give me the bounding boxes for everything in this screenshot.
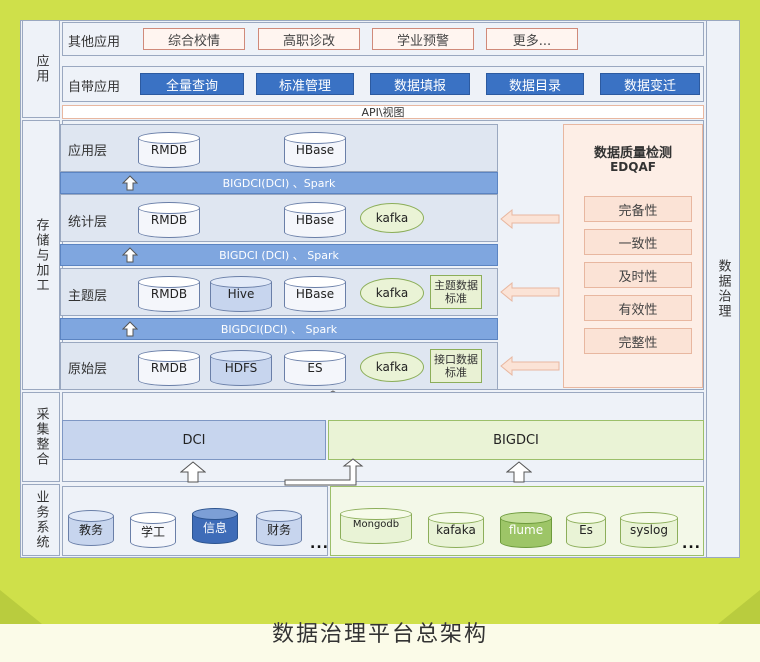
business-system-db: flume xyxy=(500,512,552,548)
processing-band: BIGDCI(DCI) 、 Spark xyxy=(60,318,498,340)
section-label-business: 业务系统 xyxy=(22,484,60,556)
stat-layer-rmdb-db: RMDB xyxy=(138,202,200,238)
theme-data-standard: 主题数据标准 xyxy=(430,275,482,309)
footer-banner xyxy=(0,590,760,662)
stat-layer-hbase-db: HBase xyxy=(284,202,346,238)
raw-layer xyxy=(60,342,498,390)
theme-layer-rmdb-db: RMDB xyxy=(138,276,200,312)
section-label-storage: 存储与加工 xyxy=(22,120,60,390)
quality-item: 及时性 xyxy=(584,262,692,288)
builtin-app-item[interactable]: 数据填报 xyxy=(370,73,470,95)
left-arrow-icon xyxy=(500,356,560,376)
business-system-db: 学工 xyxy=(130,512,176,548)
raw-layer-kafka: kafka xyxy=(360,352,424,382)
raw-layer-hdfs-db: HDFS xyxy=(210,350,272,386)
connector-arrow-icon xyxy=(284,458,364,486)
stat-layer-kafka: kafka xyxy=(360,203,424,233)
app-layer xyxy=(60,124,498,172)
builtin-app-item[interactable]: 数据变迁 xyxy=(600,73,700,95)
raw-layer-rmdb-db: RMDB xyxy=(138,350,200,386)
theme-layer-kafka: kafka xyxy=(360,278,424,308)
raw-layer-label: 原始层 xyxy=(68,362,108,377)
business-system-db: 信息 xyxy=(192,508,238,544)
section-label-app: 应用 xyxy=(22,20,60,118)
section-label-collect: 采集整合 xyxy=(22,392,60,482)
quality-title: 数据质量检测 xyxy=(593,146,672,161)
app-layer-rmdb-db: RMDB xyxy=(138,132,200,168)
up-arrow-icon xyxy=(122,175,138,191)
theme-layer-hbase-db: HBase xyxy=(284,276,346,312)
api-view-label: API\视图 xyxy=(361,106,405,119)
theme-layer-hive-db: Hive xyxy=(210,276,272,312)
business-system-db: 教务 xyxy=(68,510,114,546)
business-system-db: 财务 xyxy=(256,510,302,546)
interface-data-standard: 接口数据标准 xyxy=(430,349,482,383)
business-system-db: Es xyxy=(566,512,606,548)
dci-box: DCI xyxy=(62,420,326,460)
more-dots: ... xyxy=(682,536,701,552)
quality-subtitle: EDQAF xyxy=(610,160,656,174)
footer-title: 数据治理平台总架构 xyxy=(271,622,488,647)
theme-layer-label: 主题层 xyxy=(68,289,108,304)
builtin-app-item[interactable]: 数据目录 xyxy=(486,73,584,95)
quality-item: 完整性 xyxy=(584,328,692,354)
up-arrow-icon xyxy=(506,461,532,483)
other-app-item[interactable]: 学业预警 xyxy=(372,28,474,50)
section-label-governance: 数据治理 xyxy=(706,20,740,558)
up-arrow-icon xyxy=(122,321,138,337)
other-app-item[interactable]: 更多... xyxy=(486,28,578,50)
other-apps-label: 其他应用 xyxy=(68,35,121,50)
other-app-item[interactable]: 综合校情 xyxy=(143,28,245,50)
processing-band: BIGDCI (DCI) 、 Spark xyxy=(60,244,498,266)
left-arrow-icon xyxy=(500,282,560,302)
up-arrow-icon xyxy=(180,461,206,483)
builtin-app-item[interactable]: 标准管理 xyxy=(256,73,354,95)
business-system-db: syslog xyxy=(620,512,678,548)
app-layer-label: 应用层 xyxy=(68,144,108,159)
builtin-apps-label: 自带应用 xyxy=(68,80,121,95)
more-dots: ... xyxy=(310,536,329,552)
quality-item: 一致性 xyxy=(584,229,692,255)
up-arrow-icon xyxy=(122,247,138,263)
processing-band: BIGDCI(DCI) 、Spark xyxy=(60,172,498,194)
left-arrow-icon xyxy=(500,209,560,229)
business-system-db: Mongodb xyxy=(340,508,412,544)
stat-layer xyxy=(60,194,498,242)
builtin-app-item[interactable]: 全量查询 xyxy=(140,73,244,95)
raw-layer-es-db: ES xyxy=(284,350,346,386)
app-layer-hbase-db: HBase xyxy=(284,132,346,168)
quality-item: 完备性 xyxy=(584,196,692,222)
quality-item: 有效性 xyxy=(584,295,692,321)
other-app-item[interactable]: 高职诊改 xyxy=(258,28,360,50)
bigdci-box: BIGDCI xyxy=(328,420,704,460)
theme-layer xyxy=(60,268,498,316)
stat-layer-label: 统计层 xyxy=(68,215,108,230)
api-view-strip: API\视图 xyxy=(62,105,704,119)
business-system-db: kafaka xyxy=(428,512,484,548)
